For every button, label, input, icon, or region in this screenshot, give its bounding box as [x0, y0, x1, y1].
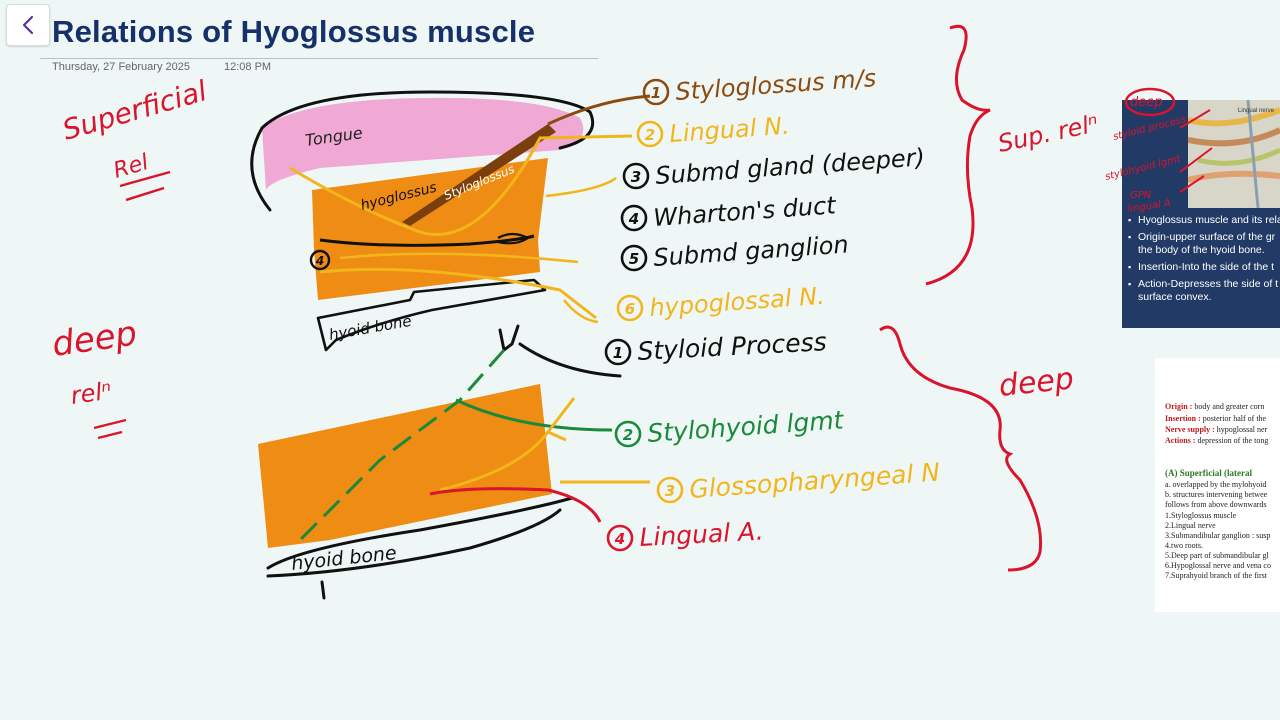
deep-relations-list: 1 Styloid Process 2 Stylohyoid lgmt 3 Glossop… [604, 327, 941, 552]
superficial-relation-label: Lingual N. [668, 112, 790, 148]
hyoid-bone-bottom [266, 496, 574, 600]
thumb-deep: deep [1130, 95, 1163, 110]
textbook-excerpt[interactable]: Origin : body and greater corn Insertion… [1155, 358, 1280, 612]
lingual-artery-line [429, 487, 602, 523]
deep-relation-num: 3 [665, 482, 675, 500]
deep-relation-label: Stylohyoid lgmt [646, 405, 845, 448]
submd-gland-curve [319, 234, 535, 247]
superficial-relation-num-circle [616, 294, 644, 322]
superficial-relation-num: 4 [628, 210, 639, 228]
deep-relation-num-circle [656, 476, 684, 504]
page-title: Relations of Hyoglossus muscle [52, 14, 536, 49]
annot-sup-rel: Sup. relⁿ [995, 109, 1100, 158]
annot-deep-right: deep [997, 361, 1075, 404]
title-divider [40, 58, 598, 59]
ref-bullet: Hyoglossus muscle and its rela [1128, 214, 1280, 227]
annot-underline-1 [119, 170, 171, 202]
ref-bullet: Insertion-Into the side of the t [1128, 261, 1280, 274]
textbook-section: (A) Superficial (lateral [1165, 468, 1252, 478]
yellow-line-2 [339, 252, 579, 264]
annot-underline-2 [93, 418, 127, 440]
note-time: 12:08 PM [224, 61, 272, 73]
deep-relation-num: 2 [623, 426, 633, 444]
ganglion-scribble [497, 232, 531, 245]
superficial-relation-num-circle [622, 162, 650, 190]
superficial-relation-num: 1 [651, 84, 661, 102]
superficial-relation-num: 5 [629, 250, 639, 268]
superficial-relation-num-circle [642, 78, 670, 106]
reference-bullets: Hyoglossus muscle and its rela Origin-up… [1128, 214, 1280, 308]
superficial-relation-num-circle [620, 244, 648, 272]
thumb-annotations: deep styloid process stylohyoid lgmt GPN… [1104, 87, 1213, 215]
marker-circle [309, 249, 331, 271]
hyoid-bone-top-outline [316, 278, 547, 352]
reference-slide-label: Lingual nerve [1238, 108, 1275, 114]
annot-deep-left: deep [50, 313, 140, 364]
superficial-relation-num: 2 [645, 126, 655, 144]
lingual-nerve-line [289, 134, 633, 236]
note-date: Thursday, 27 February 2025 [52, 61, 190, 73]
superficial-relation-num: 3 [631, 168, 641, 186]
thumb-styloid: styloid process [1112, 114, 1187, 143]
styloglossus-strip [402, 124, 556, 226]
chevron-left-icon [22, 15, 34, 35]
deep-relation-num: 4 [614, 530, 625, 548]
styloid-process-line [498, 324, 622, 378]
superficial-relation-label: Wharton's duct [652, 191, 838, 232]
arrow-styloglossus [547, 94, 651, 126]
superficial-relation-num-circle [620, 204, 648, 232]
deep-relation-label: Glossopharyngeal N [688, 458, 941, 504]
deep-relation-num-circle [606, 524, 634, 552]
tongue-outline [250, 90, 595, 212]
arrow-hypoglossal [562, 299, 599, 324]
superficial-relation-label: Styloglossus m/s [674, 64, 877, 106]
thumb-gpn: GPN [1130, 190, 1152, 201]
superficial-relations-list: 1 Styloglossus m/s 2 Lingual N. 3 Submd gland… [616, 64, 926, 322]
thumb-stylohyoid: stylohyoid lgmt [1104, 153, 1183, 183]
superficial-relation-label: Submd gland (deeper) [654, 143, 925, 190]
arrow-submd [545, 176, 617, 198]
brace-deep [879, 325, 1043, 572]
annot-reln: relⁿ [69, 377, 113, 410]
deep-relation-num-circle [604, 338, 632, 366]
deep-relation-num-circle [614, 420, 642, 448]
stylohyoid-dashed [298, 349, 506, 542]
hypoglossal-nerve-line [319, 267, 597, 320]
marker-4: 4 [315, 254, 324, 268]
superficial-relation-num-circle [636, 120, 664, 148]
brace-superficial [925, 24, 991, 286]
deep-relation-label: Styloid Process [637, 327, 828, 366]
label-hyoid-top: hyoid bone [328, 312, 413, 344]
deep-relation-num: 1 [613, 344, 623, 362]
annot-superficial: Superficial [59, 74, 211, 147]
back-button[interactable] [6, 4, 50, 46]
superficial-relation-num: 6 [625, 300, 635, 318]
tongue-shape [262, 97, 584, 190]
superficial-relation-label: hypoglossal N. [648, 282, 825, 322]
hyoglossus-block [312, 158, 548, 300]
superficial-relation-label: Submd ganglion [652, 230, 849, 272]
deep-relation-label: Lingual A. [639, 517, 765, 552]
stylohyoid-curve [455, 398, 613, 432]
glossopharyngeal-line [439, 397, 650, 492]
